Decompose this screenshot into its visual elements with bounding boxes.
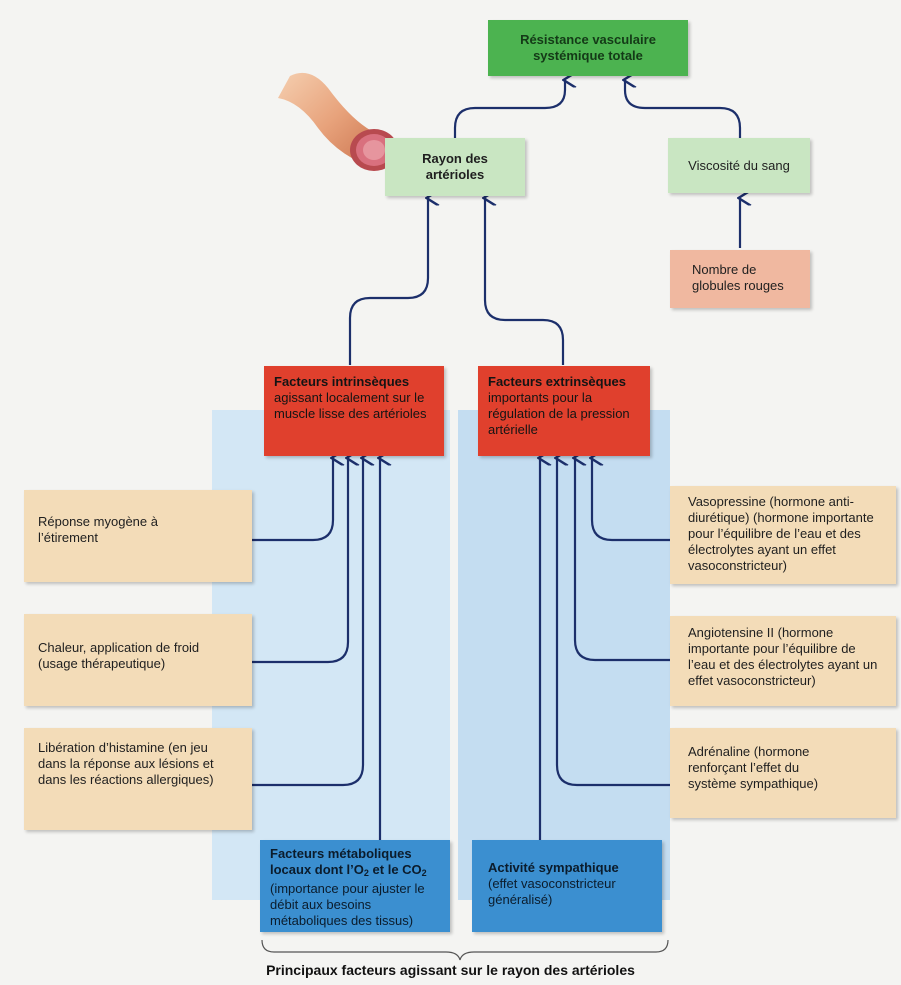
vasopressine-box: Vasopressine (hormone anti-diurétique) (… (670, 486, 896, 584)
metaboliques-text: (importance pour ajuster le débit aux be… (270, 881, 425, 928)
chaleur-label: Chaleur, application de froid (usage thé… (38, 640, 200, 671)
myogene-label: Réponse myogène à l’étirement (38, 514, 158, 545)
metaboliques-title: Facteurs métaboliques locaux dont l’O2 e… (270, 846, 427, 878)
adrenaline-label: Adrénaline (hormone renforçant l’effet d… (688, 744, 819, 791)
extrinseques-title: Facteurs extrinsèques (488, 374, 627, 389)
sympathique-text: (effet vasoconstricteur généralisé) (488, 876, 616, 907)
viscosite-box: Viscosité du sang (668, 138, 810, 193)
adrenaline-box: Adrénaline (hormone renforçant l’effet d… (670, 728, 896, 818)
vasopressine-label: Vasopressine (hormone anti-diurétique) (… (688, 494, 874, 573)
extrinsic-panel-bg (458, 410, 670, 900)
diagram-caption: Principaux facteurs agissant sur le rayo… (266, 962, 635, 978)
intrinseques-box: Facteurs intrinsèques agissant localemen… (264, 366, 444, 456)
angiotensine-label: Angiotensine II (hormone importante pour… (688, 625, 878, 688)
globules-label: Nombre de globules rouges (692, 262, 784, 293)
sympathique-title: Activité sympathique (488, 860, 619, 875)
globules-box: Nombre de globules rouges (670, 250, 810, 308)
histamine-label: Libération d’histamine (en jeu dans la r… (38, 740, 214, 787)
bottom-brace (261, 939, 669, 961)
chaleur-box: Chaleur, application de froid (usage thé… (24, 614, 252, 706)
metaboliques-box: Facteurs métaboliques locaux dont l’O2 e… (260, 840, 450, 932)
histamine-box: Libération d’histamine (en jeu dans la r… (24, 728, 252, 830)
intrinseques-title: Facteurs intrinsèques (274, 374, 410, 389)
viscosite-label: Viscosité du sang (688, 157, 790, 173)
rayon-box: Rayon des artérioles (385, 138, 525, 196)
rayon-label: Rayon des artérioles (422, 151, 488, 182)
resistance-box: Résistance vasculaire systémique totale (488, 20, 688, 76)
resistance-label: Résistance vasculaire systémique totale (520, 32, 656, 63)
myogene-box: Réponse myogène à l’étirement (24, 490, 252, 582)
angiotensine-box: Angiotensine II (hormone importante pour… (670, 616, 896, 706)
intrinseques-text: agissant localement sur le muscle lisse … (274, 390, 427, 421)
extrinseques-text: importants pour la régulation de la pres… (488, 390, 630, 437)
sympathique-box: Activité sympathique (effet vasoconstric… (472, 840, 662, 932)
extrinseques-box: Facteurs extrinsèques importants pour la… (478, 366, 650, 456)
